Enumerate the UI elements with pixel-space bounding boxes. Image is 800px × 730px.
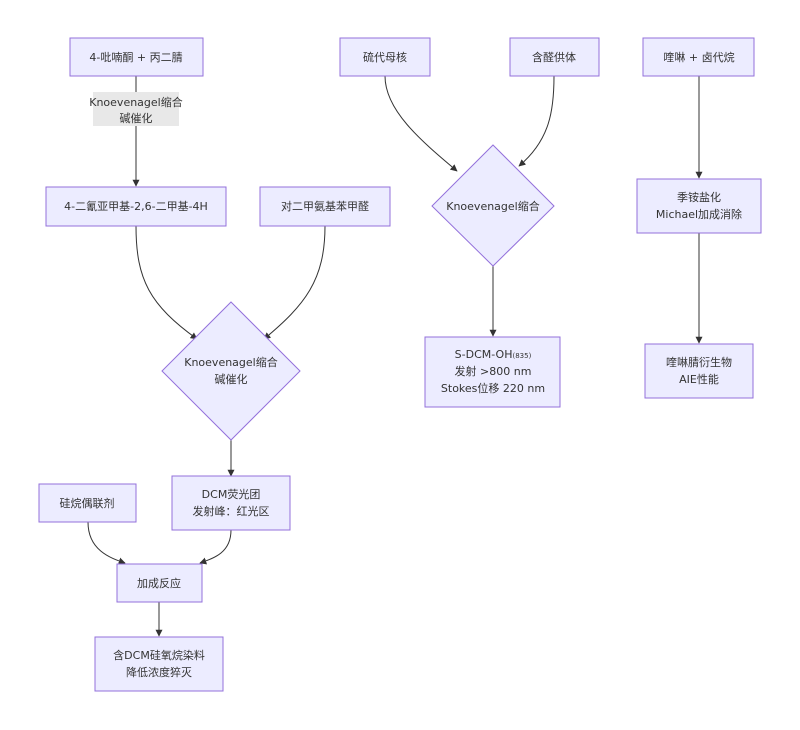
node-final-dye[interactable]: 含DCM硅氧烷染料 降低浓度猝灭 [94,636,224,692]
node-aldehyde-donor-label: 含醛供体 [532,50,576,64]
node-pyranone[interactable]: 4-吡喃酮 + 丙二腈 [69,37,204,77]
node-addition-label: 加成反应 [137,576,181,590]
node-quinoline-label: 喹啉 + 卤代烷 [663,50,734,64]
node-silane[interactable]: 硅烷偶联剂 [38,483,137,523]
node-knoevenagel-1-line-2: 碱催化 [215,372,248,386]
node-sdcm-subscript: (835) [512,352,531,360]
node-dcm-core-label: 4-二氰亚甲基-2,6-二甲基-4H [64,199,208,213]
node-aldehyde[interactable]: 对二甲氨基苯甲醛 [259,186,391,227]
node-silane-label: 硅烷偶联剂 [60,496,115,510]
node-sdcm-line-3: Stokes位移 220 nm [441,381,545,395]
node-aldehyde-donor[interactable]: 含醛供体 [509,37,600,77]
edge-donor-to-knoev2 [518,75,555,167]
node-dcm-core[interactable]: 4-二氰亚甲基-2,6-二甲基-4H [45,186,227,227]
node-knoevenagel-2[interactable]: Knoevenagel缩合 [431,144,555,267]
edge-aldehyde-to-knoev1 [263,225,326,340]
node-sdcm-line-2: 发射 >800 nm [455,364,532,378]
node-quaternization[interactable]: 季铵盐化 Michael加成消除 [636,178,762,234]
node-dcm-line-2: 发射峰：红光区 [193,504,270,518]
node-final-line-2: 降低浓度猝灭 [126,665,192,679]
node-thio-core-label: 硫代母核 [363,50,407,64]
edge-dcm-to-addition [199,529,232,565]
node-aie-line-1: 喹啉腈衍生物 [666,355,732,369]
node-aie-derivative[interactable]: 喹啉腈衍生物 AIE性能 [644,343,754,399]
edge-silane-to-addition [87,521,126,565]
node-final-line-1: 含DCM硅氧烷染料 [113,648,205,662]
node-knoevenagel-2-label: Knoevenagel缩合 [446,199,539,213]
node-quat-line-1: 季铵盐化 [677,190,721,204]
node-knoevenagel-1-line-1: Knoevenagel缩合 [184,355,277,369]
node-sdcm-name: S-DCM-OH [455,348,513,361]
node-dcm-fluorophore[interactable]: DCM荧光团 发射峰：红光区 [171,475,291,531]
node-sdcm-oh[interactable]: S-DCM-OH(835) 发射 >800 nm Stokes位移 220 nm [424,336,561,408]
node-quinoline[interactable]: 喹啉 + 卤代烷 [642,37,755,77]
node-aldehyde-label: 对二甲氨基苯甲醛 [281,199,369,213]
edge-thio-to-knoev2 [384,75,458,172]
node-quat-line-2: Michael加成消除 [656,207,742,221]
node-dcm-line-1: DCM荧光团 [202,487,261,501]
node-knoevenagel-1[interactable]: Knoevenagel缩合 碱催化 [161,301,301,441]
node-pyranone-label: 4-吡喃酮 + 丙二腈 [89,50,182,64]
edge-label-line-1: Knoevenagel缩合 [89,95,182,109]
edge-label-line-2: 碱催化 [120,111,153,125]
edge-dcm-core-to-knoev1 [135,225,198,340]
edge-label-knoevenagel: Knoevenagel缩合 碱催化 [89,92,183,126]
node-aie-line-2: AIE性能 [679,372,719,386]
node-addition[interactable]: 加成反应 [116,563,203,603]
node-sdcm-title: S-DCM-OH(835) [455,348,532,361]
node-thio-core[interactable]: 硫代母核 [339,37,431,77]
